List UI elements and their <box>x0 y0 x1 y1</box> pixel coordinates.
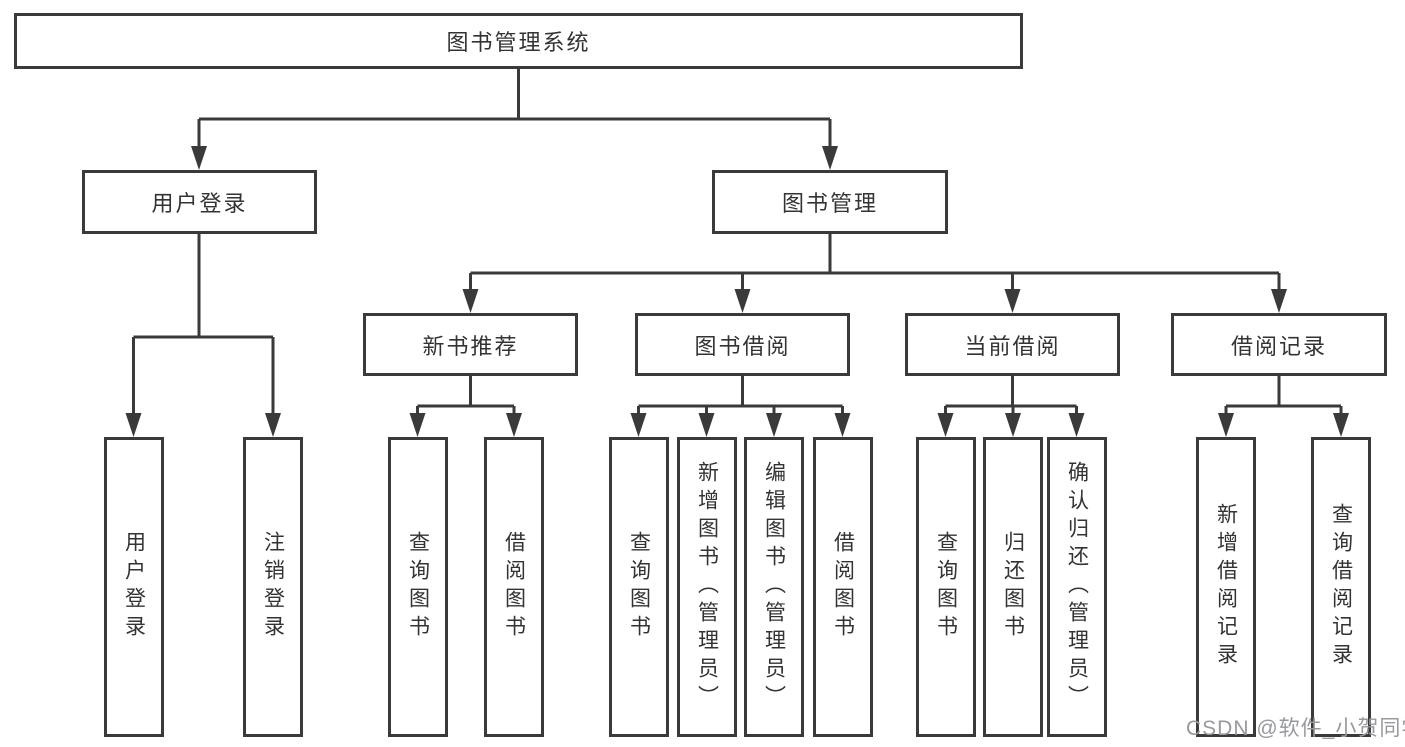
leaf-query-borrow-record-label: 查询借阅记录 <box>1329 503 1353 671</box>
leaf-borrow-book-1-label: 借阅图书 <box>502 531 526 643</box>
leaf-add-borrow-record-label: 新增借阅记录 <box>1214 503 1238 671</box>
node-library-system: 图书管理系统 <box>14 13 1023 69</box>
node-current-borrow-label: 当前借阅 <box>964 333 1061 359</box>
leaf-borrow-book-2: 借阅图书 <box>813 437 873 737</box>
node-current-borrow: 当前借阅 <box>905 313 1120 376</box>
leaf-borrow-book-1: 借阅图书 <box>484 437 544 737</box>
leaf-query-book-2-label: 查询图书 <box>627 531 651 643</box>
node-book-management: 图书管理 <box>712 170 948 234</box>
leaf-borrow-book-2-label: 借阅图书 <box>831 531 855 643</box>
node-new-book-recommend: 新书推荐 <box>363 313 578 376</box>
leaf-logout-label: 注销登录 <box>261 531 285 643</box>
node-user-login: 用户登录 <box>82 170 317 234</box>
leaf-return-book-label: 归还图书 <box>1001 531 1025 643</box>
node-book-borrow-label: 图书借阅 <box>694 333 791 359</box>
leaf-logout: 注销登录 <box>243 437 303 737</box>
leaf-query-book-1: 查询图书 <box>388 437 448 737</box>
node-borrow-record-label: 借阅记录 <box>1230 333 1327 359</box>
node-book-borrow: 图书借阅 <box>635 313 850 376</box>
leaf-user-login-label: 用户登录 <box>122 531 146 643</box>
csdn-watermark: CSDN @软件_小贺同学 <box>1186 717 1405 740</box>
leaf-query-book-2: 查询图书 <box>609 437 669 737</box>
leaf-query-book-1-label: 查询图书 <box>406 531 430 643</box>
leaf-add-book-admin: 新增图书（管理员） <box>677 437 737 737</box>
leaf-user-login: 用户登录 <box>104 437 164 737</box>
leaf-edit-book-admin: 编辑图书（管理员） <box>744 437 804 737</box>
node-user-login-label: 用户登录 <box>151 191 248 216</box>
arrowheads <box>125 146 1349 437</box>
leaf-query-book-3-label: 查询图书 <box>934 531 958 643</box>
leaf-edit-book-admin-label: 编辑图书（管理员） <box>762 461 786 713</box>
leaf-confirm-return-admin-label: 确认归还（管理员） <box>1065 461 1089 713</box>
leaf-confirm-return-admin: 确认归还（管理员） <box>1047 437 1107 737</box>
node-library-system-label: 图书管理系统 <box>446 30 591 55</box>
leaf-query-borrow-record: 查询借阅记录 <box>1311 437 1371 737</box>
leaf-add-book-admin-label: 新增图书（管理员） <box>695 461 719 713</box>
leaf-add-borrow-record: 新增借阅记录 <box>1196 437 1256 737</box>
node-new-book-recommend-label: 新书推荐 <box>422 333 519 359</box>
leaf-query-book-3: 查询图书 <box>916 437 976 737</box>
leaf-return-book: 归还图书 <box>983 437 1043 737</box>
node-book-management-label: 图书管理 <box>781 191 878 216</box>
node-borrow-record: 借阅记录 <box>1171 313 1387 376</box>
